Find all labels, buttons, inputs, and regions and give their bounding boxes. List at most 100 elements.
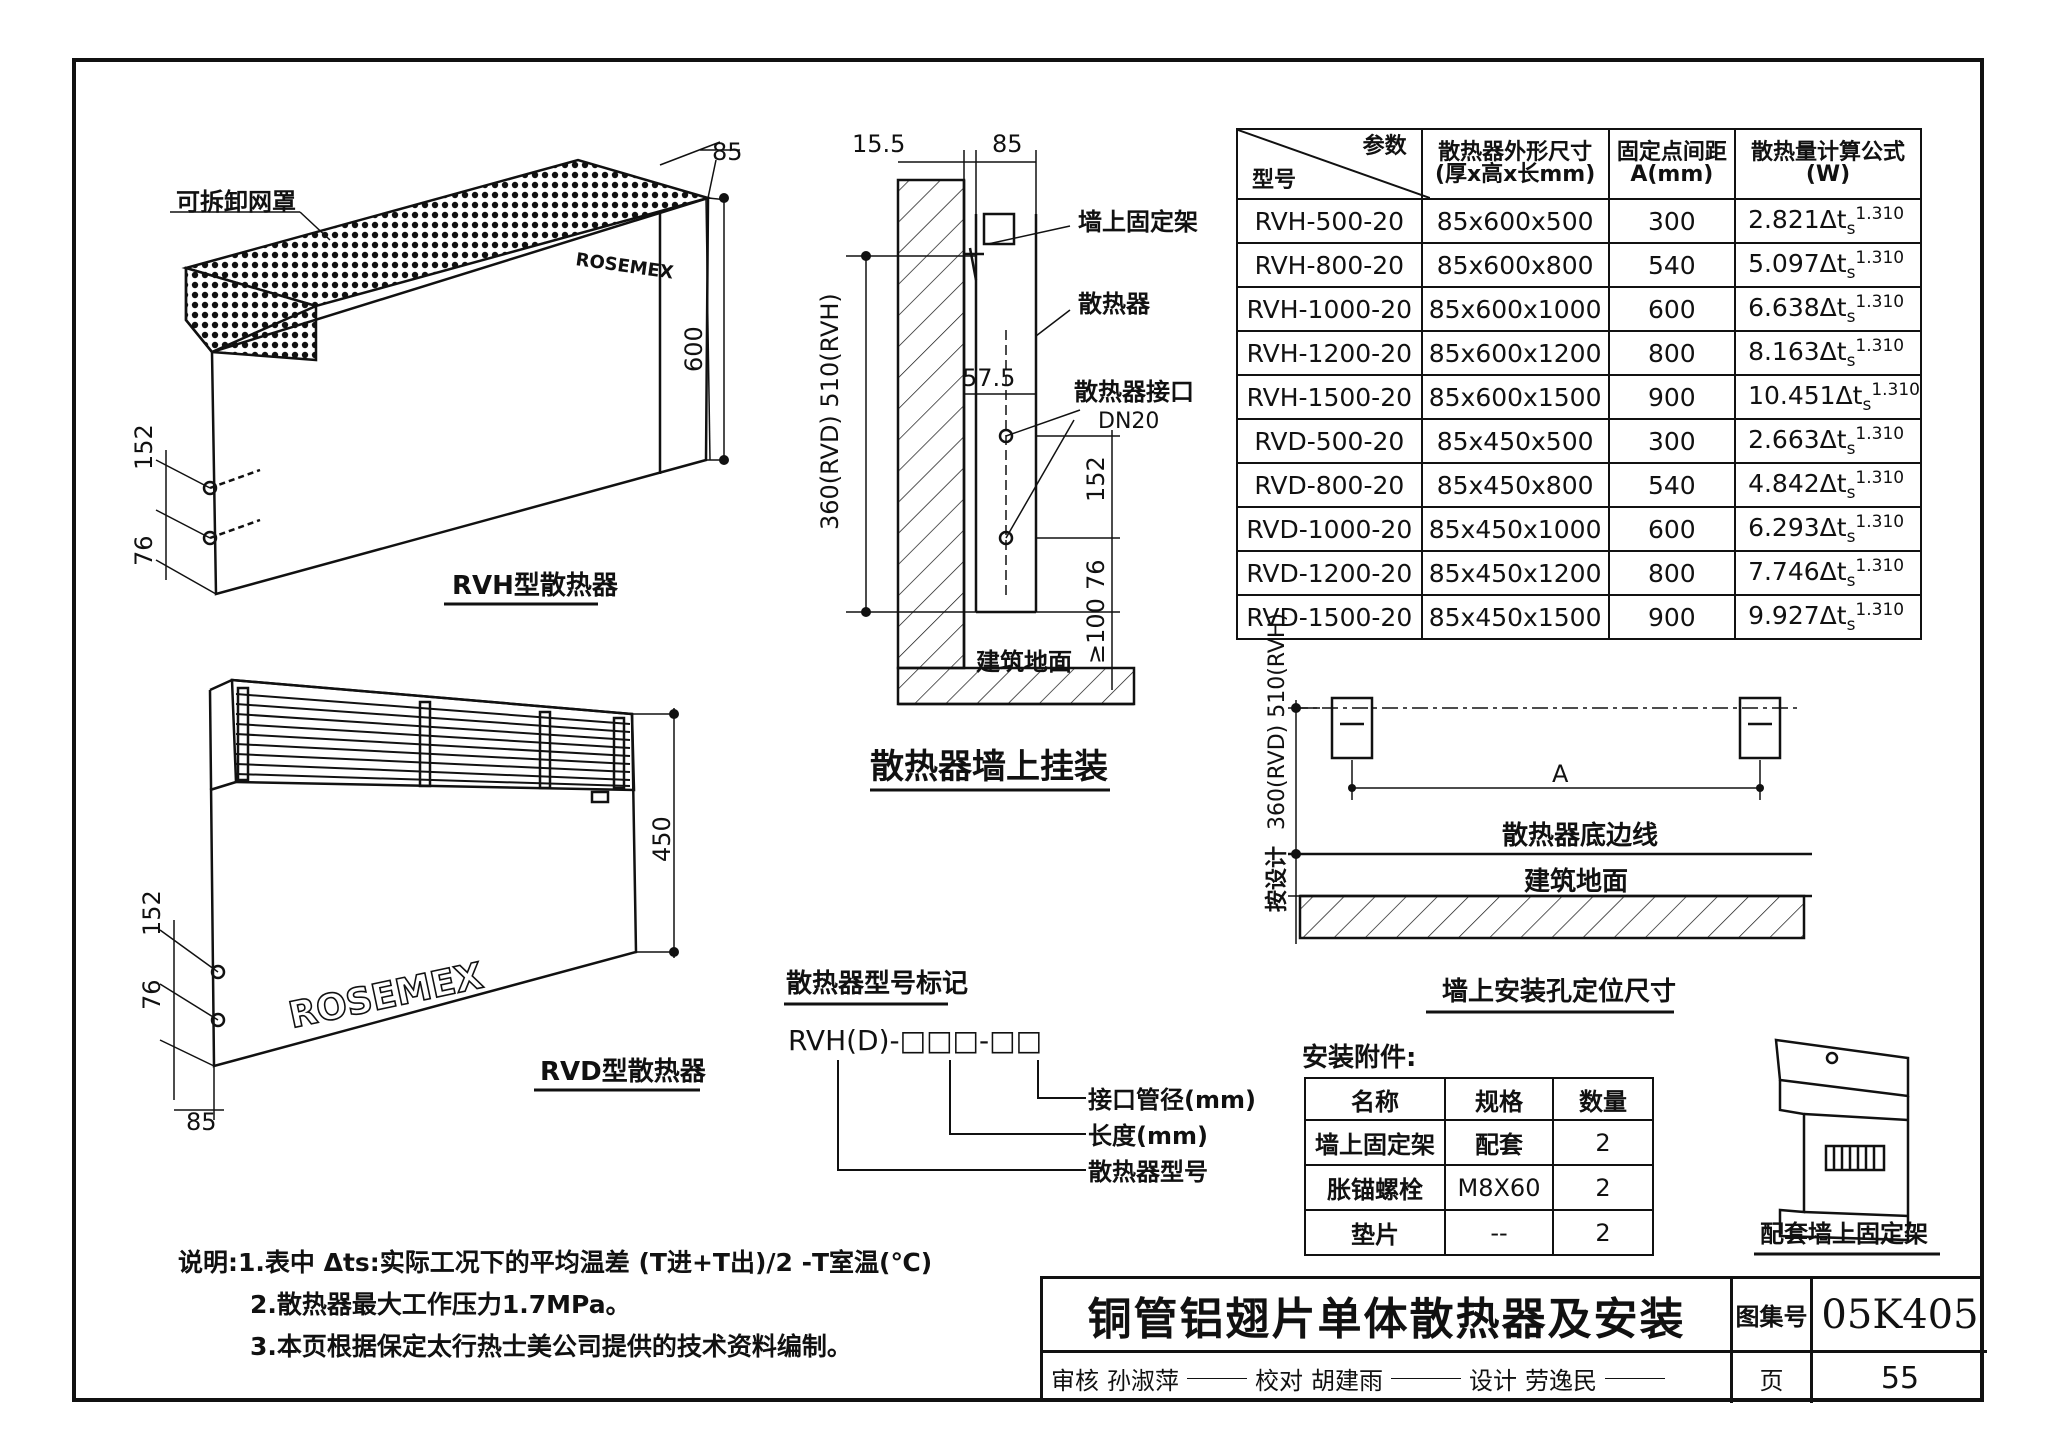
- model-cell: RVD-500-20: [1236, 418, 1423, 464]
- formula-exp: 1.310: [1855, 555, 1905, 576]
- header-formula: 散热量计算公式(W): [1734, 128, 1922, 200]
- spacing-cell: 540: [1607, 462, 1737, 508]
- drawing-title: 铜管铝翅片单体散热器及安装: [1043, 1279, 1733, 1353]
- check-name: 胡建雨: [1311, 1366, 1383, 1395]
- wall-label-inlet: 散热器接口: [1074, 378, 1194, 406]
- acc-qty: 2: [1552, 1119, 1654, 1166]
- spacing-cell: 300: [1607, 198, 1737, 244]
- spacing-cell: 800: [1607, 330, 1737, 376]
- note-line-1: 说明:1.表中 Δts:实际工况下的平均温差 (T进+T出)/2 -T室温(℃): [178, 1248, 933, 1277]
- formula-exp: 1.310: [1855, 599, 1905, 620]
- model-code-length-label: 长度(mm): [1088, 1122, 1208, 1150]
- rvh-dim-76: 76: [130, 535, 158, 566]
- hole-dim-360-510: 360(RVD) 510(RVH): [1265, 613, 1290, 830]
- table-row: 垫片 -- 2: [1304, 1209, 1654, 1256]
- formula-delta: Δt: [1819, 556, 1847, 586]
- header-size: 散热器外形尺寸(厚x高x长mm): [1420, 128, 1610, 200]
- review-signature: [1187, 1377, 1247, 1379]
- formula-delta: Δt: [1819, 468, 1847, 498]
- corner-diagonal: [1238, 130, 1430, 198]
- bracket-drawing: [1774, 1038, 1910, 1242]
- formula-sub: s: [1846, 438, 1856, 459]
- table-row: 胀锚螺栓 M8X60 2: [1304, 1164, 1654, 1211]
- model-cell: RVD-1500-20: [1236, 594, 1423, 640]
- rvd-dim-height: 450: [648, 816, 676, 862]
- wall-dim-100: ≥100: [1082, 598, 1110, 664]
- formula-sub: s: [1846, 526, 1856, 547]
- formula-sub: s: [1846, 306, 1856, 327]
- rvh-dim-height: 600: [680, 326, 708, 372]
- formula-coef: 6.293: [1748, 512, 1820, 542]
- wall-dim-57-5: 57.5: [962, 364, 1015, 392]
- header-model: 型号: [1252, 168, 1297, 193]
- formula-exp: 1.310: [1855, 335, 1905, 356]
- header-param: 参数: [1362, 134, 1407, 159]
- formula-exp: 1.310: [1855, 511, 1905, 532]
- formula-coef: 10.451: [1748, 380, 1836, 410]
- model-cell: RVD-1200-20: [1236, 550, 1423, 596]
- page-label: 页: [1733, 1353, 1813, 1403]
- accessories-title: 安装附件:: [1302, 1043, 1416, 1073]
- formula-delta: Δt: [1819, 600, 1847, 630]
- wall-mount-section: [846, 150, 1136, 706]
- rvd-dim-152: 152: [138, 890, 166, 936]
- formula-cell: 9.927Δts1.310: [1734, 594, 1922, 640]
- table-row: 墙上固定架 配套 2: [1304, 1119, 1654, 1166]
- formula-sub: s: [1846, 614, 1856, 635]
- design-name: 劳逸民: [1525, 1366, 1597, 1395]
- signature-row: 审核 孙淑萍 校对 胡建雨 设计 劳逸民: [1043, 1353, 1733, 1403]
- formula-cell: 2.821Δts1.310: [1734, 198, 1922, 244]
- model-cell: RVD-1000-20: [1236, 506, 1423, 552]
- hole-label-bottom-edge: 散热器底边线: [1502, 820, 1658, 851]
- acc-qty: 2: [1552, 1164, 1654, 1211]
- acc-name: 墙上固定架: [1304, 1119, 1446, 1166]
- formula-sub: s: [1846, 482, 1856, 503]
- formula-coef: 9.927: [1748, 600, 1820, 630]
- design-label: 设计: [1469, 1366, 1517, 1395]
- header-corner-cell: 参数 型号: [1236, 128, 1430, 200]
- wall-dim-15-5: 15.5: [852, 130, 905, 158]
- formula-sub: s: [1862, 394, 1872, 415]
- acc-spec: 配套: [1444, 1119, 1554, 1166]
- bracket-caption: 配套墙上固定架: [1760, 1220, 1928, 1248]
- formula-coef: 6.638: [1748, 292, 1820, 322]
- model-cell: RVH-1500-20: [1236, 374, 1423, 420]
- check-signature: [1391, 1377, 1461, 1379]
- rvh-caption: RVH型散热器: [452, 571, 619, 601]
- wall-dim-85: 85: [992, 130, 1023, 158]
- model-cell: RVH-1200-20: [1236, 330, 1423, 376]
- size-cell: 85x450x1500: [1420, 594, 1610, 640]
- note-line-2: 2.散热器最大工作压力1.7MPa。: [250, 1290, 631, 1319]
- acc-qty: 2: [1552, 1209, 1654, 1256]
- review-name: 孙淑萍: [1107, 1366, 1179, 1395]
- formula-exp: 1.310: [1855, 247, 1905, 268]
- size-cell: 85x600x1500: [1420, 374, 1610, 420]
- formula-coef: 4.842: [1748, 468, 1820, 498]
- formula-sub: s: [1846, 350, 1856, 371]
- size-cell: 85x600x1200: [1420, 330, 1610, 376]
- formula-coef: 2.663: [1748, 424, 1820, 454]
- hole-label-floor: 建筑地面: [1524, 866, 1628, 897]
- spacing-cell: 540: [1607, 242, 1737, 288]
- spacing-cell: 300: [1607, 418, 1737, 464]
- model-code-leaders: [837, 1060, 1086, 1171]
- spacing-cell: 900: [1607, 374, 1737, 420]
- title-block: 铜管铝翅片单体散热器及安装 图集号 05K405 审核 孙淑萍 校对 胡建雨 设…: [1040, 1276, 1987, 1403]
- wall-dim-360-510: 360(RVD) 510(RVH): [816, 293, 844, 530]
- model-code-title: 散热器型号标记: [786, 969, 968, 999]
- formula-cell: 7.746Δts1.310: [1734, 550, 1922, 596]
- formula-cell: 10.451Δts1.310: [1734, 374, 1922, 420]
- formula-delta: Δt: [1819, 292, 1847, 322]
